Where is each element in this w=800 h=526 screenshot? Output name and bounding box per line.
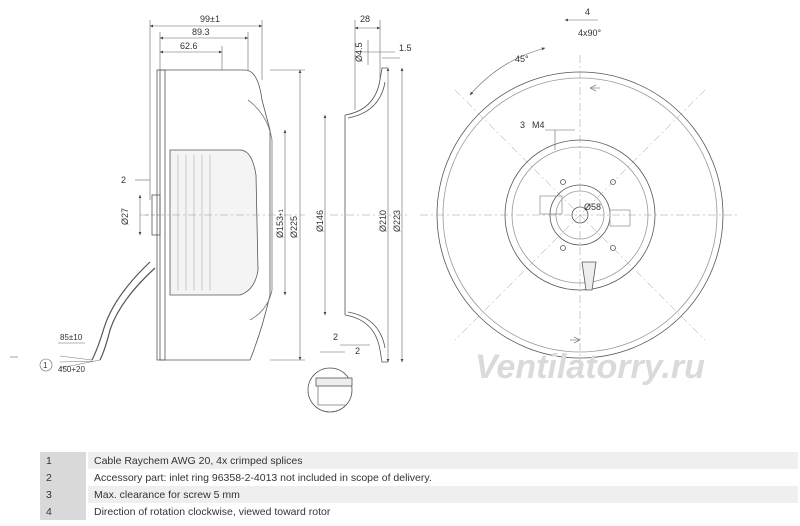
legend-number: 4 xyxy=(40,503,88,520)
dim-89: 89.3 xyxy=(192,27,210,37)
watermark: Ventilatorry.ru xyxy=(475,348,705,386)
holes-4x90: 4x90° xyxy=(578,28,602,38)
rotation-note-4: 4 xyxy=(585,7,590,17)
front-view-texts: 4 4x90° 45° 3 M4 Ø58 xyxy=(515,7,602,212)
thread-m4: M4 xyxy=(532,120,545,130)
dim-28: 28 xyxy=(360,14,370,24)
dim-2-hub: 2 xyxy=(121,175,126,185)
dim-2a: 2 xyxy=(333,332,338,342)
legend-number: 3 xyxy=(40,486,88,503)
front-view-annotations xyxy=(469,18,598,150)
dim-210: Ø210 xyxy=(378,210,388,232)
ring-dimension-texts: 28 Ø4.5 1.5 Ø146 Ø210 Ø223 2 2 xyxy=(315,14,412,356)
dim-4-5: Ø4.5 xyxy=(354,42,364,62)
dim-225: Ø225 xyxy=(289,216,299,238)
legend-row: 2 Accessory part: inlet ring 96358-2-401… xyxy=(40,469,798,486)
callout-1: 1 xyxy=(43,361,48,370)
fan-front-view xyxy=(420,55,740,375)
legend-number: 2 xyxy=(40,469,88,486)
ring-dimension-lines xyxy=(320,20,404,363)
legend-table: 1 Cable Raychem AWG 20, 4x crimped splic… xyxy=(40,452,798,520)
legend-row: 1 Cable Raychem AWG 20, 4x crimped splic… xyxy=(40,452,798,469)
dim-146: Ø146 xyxy=(315,210,325,232)
legend-body: 1 Cable Raychem AWG 20, 4x crimped splic… xyxy=(40,452,798,520)
legend-row: 3 Max. clearance for screw 5 mm xyxy=(40,486,798,503)
dim-2b: 2 xyxy=(355,346,360,356)
legend-text: Max. clearance for screw 5 mm xyxy=(87,486,798,503)
side-view-dimension-lines xyxy=(135,20,305,361)
legend-row: 4 Direction of rotation clockwise, viewe… xyxy=(40,503,798,520)
side-view-dimension-texts: 99±1 89.3 62.6 2 Ø27 Ø153+1 Ø225 85±10 4… xyxy=(10,14,299,374)
fan-side-view xyxy=(59,69,305,369)
inlet-ring-view xyxy=(307,67,410,413)
dim-hub-dia: Ø27 xyxy=(120,208,130,225)
angle-45: 45° xyxy=(515,54,529,64)
dim-1-5: 1.5 xyxy=(399,43,412,53)
thread-label-3: 3 xyxy=(520,120,525,130)
legend-text: Direction of rotation clockwise, viewed … xyxy=(87,503,798,520)
legend-text: Cable Raychem AWG 20, 4x crimped splices xyxy=(87,452,798,469)
dim-cable-450: 450+20 xyxy=(58,365,85,374)
dim-153: Ø153+1 xyxy=(275,208,285,238)
dim-62: 62.6 xyxy=(180,41,198,51)
dim-99: 99±1 xyxy=(200,14,220,24)
center-dia-58: Ø58 xyxy=(584,202,601,212)
legend-number: 1 xyxy=(40,452,88,469)
dim-cable-85: 85±10 xyxy=(60,333,83,342)
dim-223: Ø223 xyxy=(392,210,402,232)
legend-text: Accessory part: inlet ring 96358-2-4013 … xyxy=(87,469,798,486)
technical-drawing: 99±1 89.3 62.6 2 Ø27 Ø153+1 Ø225 85±10 4… xyxy=(10,7,740,413)
